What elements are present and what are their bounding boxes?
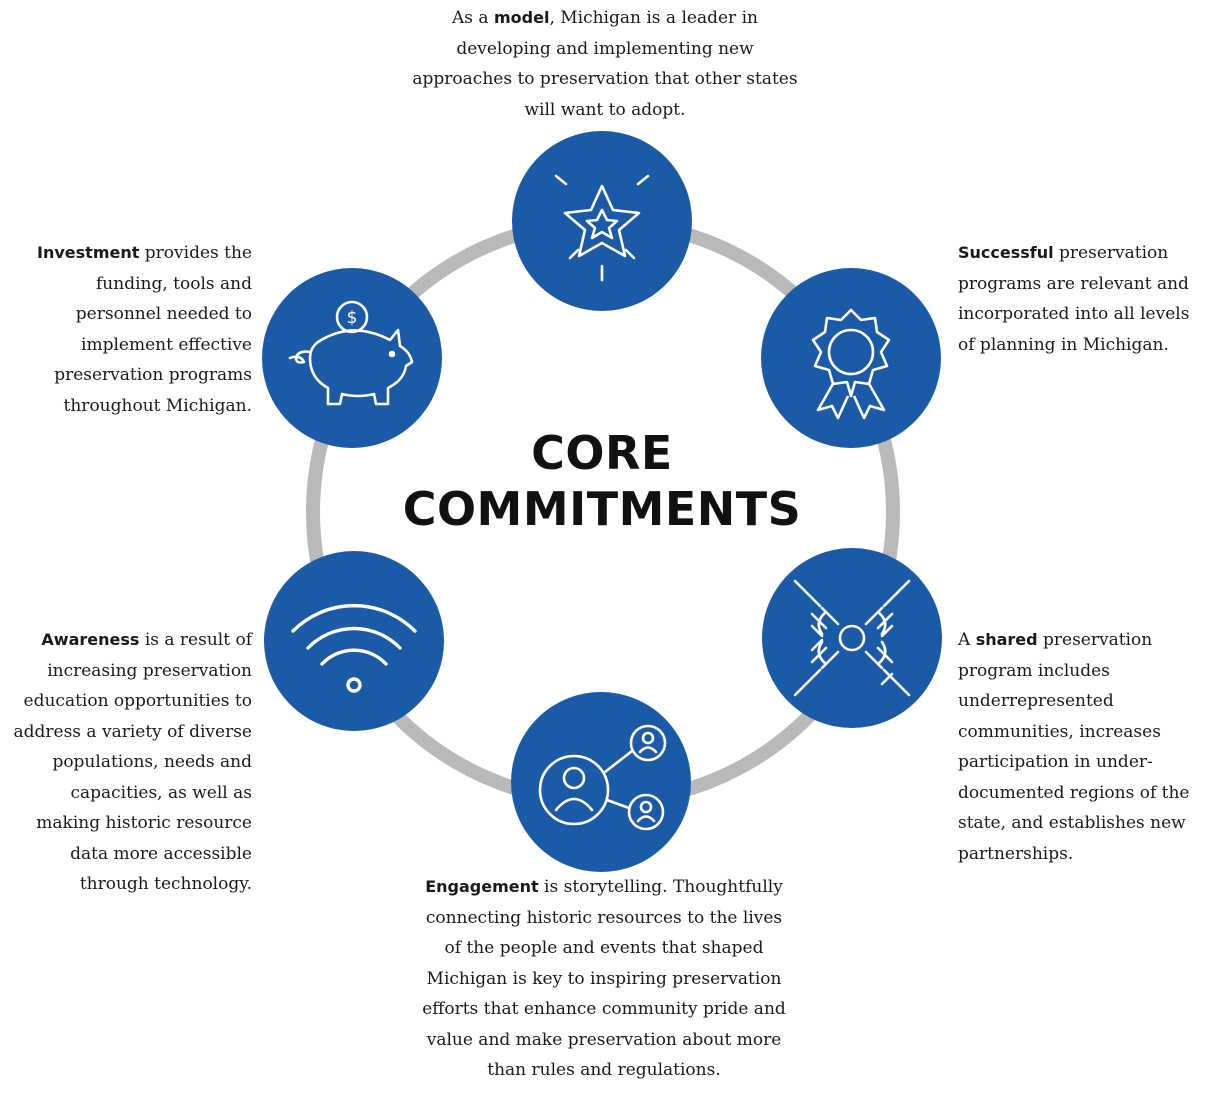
blurb-successful-keyword: Successful — [958, 243, 1054, 262]
blurb-successful-post: preservation programs are relevant and i… — [958, 243, 1190, 355]
node-engagement — [511, 692, 691, 872]
blurb-model-keyword: model — [493, 8, 550, 27]
blurb-awareness-post: is a result of increasing preservation e… — [13, 630, 252, 894]
node-shared — [762, 548, 942, 728]
title-line-2: COMMITMENTS — [402, 482, 802, 536]
joined-hands-icon — [793, 579, 911, 697]
blurb-investment-keyword: Investment — [37, 243, 140, 262]
blurb-engagement-post: is storytelling. Thoughtfully connecting… — [422, 877, 786, 1080]
blurb-shared-pre: A — [958, 630, 976, 650]
title-line-1: CORE — [531, 426, 673, 480]
blurb-investment: Investment provides the funding, tools a… — [20, 238, 252, 421]
node-awareness — [264, 551, 444, 731]
node-investment: $ — [262, 268, 442, 448]
wifi-icon — [291, 603, 417, 693]
blurb-awareness: Awareness is a result of increasing pres… — [6, 625, 252, 900]
award-ribbon-icon — [811, 308, 891, 420]
blurb-awareness-keyword: Awareness — [41, 630, 140, 649]
node-successful — [761, 268, 941, 448]
blurb-shared: A shared preservation program includes u… — [958, 625, 1203, 869]
piggy-bank-icon: $ — [288, 300, 414, 406]
blurb-engagement-keyword: Engagement — [425, 877, 539, 896]
blurb-shared-keyword: shared — [975, 630, 1038, 649]
blurb-successful: Successful preservation programs are rel… — [958, 238, 1206, 360]
star-icon — [554, 174, 650, 282]
blurb-engagement: Engagement is storytelling. Thoughtfully… — [420, 872, 788, 1086]
svg-text:$: $ — [347, 308, 358, 328]
blurb-model-pre: As a — [452, 8, 494, 28]
blurb-model: As a model, Michigan is a leader in deve… — [405, 3, 805, 125]
node-model — [512, 131, 692, 311]
network-people-icon — [538, 724, 667, 831]
blurb-investment-post: provides the funding, tools and personne… — [54, 243, 252, 416]
blurb-model-post: , Michigan is a leader in developing and… — [412, 8, 798, 120]
blurb-shared-post: preservation program includes underrepre… — [958, 630, 1190, 864]
diagram-title: CORE COMMITMENTS — [350, 425, 854, 537]
